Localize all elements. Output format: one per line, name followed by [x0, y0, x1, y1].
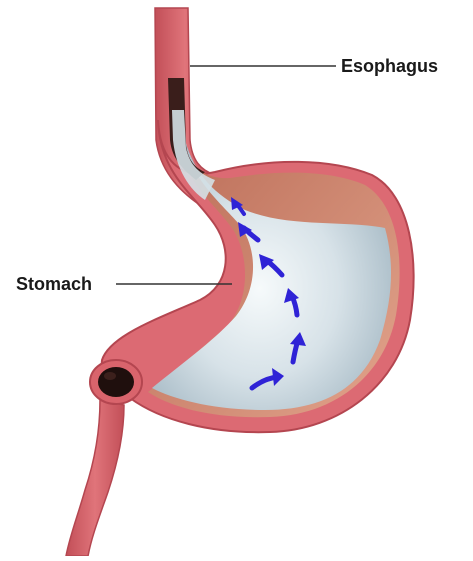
- stomach-label: Stomach: [16, 274, 92, 295]
- pylorus: [90, 360, 142, 404]
- esophagus-label: Esophagus: [341, 56, 438, 77]
- duodenum: [66, 400, 124, 556]
